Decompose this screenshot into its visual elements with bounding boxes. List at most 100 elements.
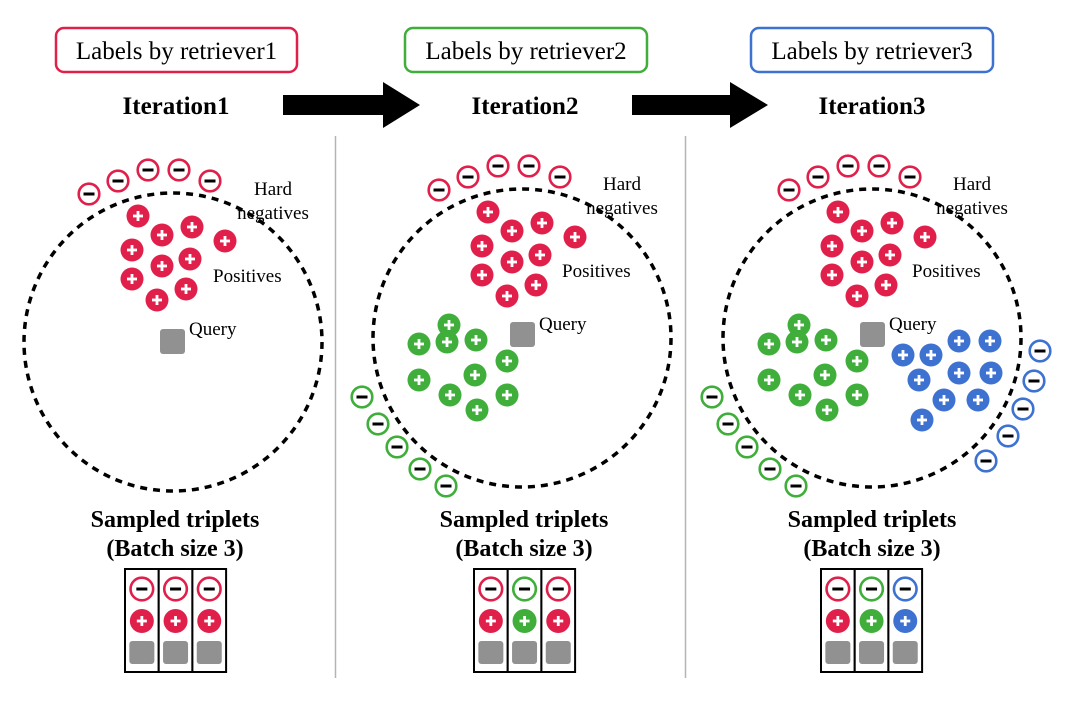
points-layer (77, 158, 237, 312)
triplets-title: Sampled triplets (788, 507, 957, 533)
plus-icon (136, 211, 140, 221)
triplet-column (820, 568, 856, 673)
plus-icon (870, 616, 873, 626)
positive-point (880, 211, 904, 235)
plus-icon (767, 339, 771, 349)
plus-icon (836, 207, 840, 217)
plus-icon (573, 232, 577, 242)
positive-point (435, 330, 459, 354)
positive-point (919, 343, 943, 367)
negative-point (545, 576, 571, 602)
points-layer (700, 154, 1052, 498)
triplets-subtitle: (Batch size 3) (803, 536, 940, 562)
triplet-column (191, 568, 228, 673)
plus-icon (903, 616, 907, 626)
minus-icon (552, 587, 564, 591)
negative-point (867, 154, 891, 178)
minus-icon (462, 175, 474, 179)
positive-point (788, 383, 812, 407)
positive-point (120, 267, 144, 291)
plus-icon (825, 405, 829, 415)
plus-icon (417, 375, 421, 385)
plus-icon (830, 241, 834, 251)
positive-point (126, 204, 150, 228)
positive-point (174, 277, 198, 301)
minus-icon (112, 179, 124, 183)
query-label: Query (889, 314, 937, 335)
plus-icon (540, 218, 544, 228)
positive-point (178, 247, 202, 271)
hard-negatives-label: negatives (936, 198, 1008, 219)
positive-point (463, 363, 487, 387)
positive-point (197, 609, 222, 633)
positive-point (850, 250, 874, 274)
negative-point (434, 474, 458, 498)
negative-point (511, 576, 538, 602)
retrieval-radius (721, 187, 1023, 489)
positive-point (891, 343, 915, 367)
positive-point (820, 263, 844, 287)
positive-point (129, 609, 154, 633)
triplet-column (887, 568, 924, 673)
positives-label: Positives (213, 266, 282, 287)
plus-icon (797, 320, 801, 330)
negative-point (129, 576, 155, 602)
plus-icon (505, 356, 509, 366)
label-box-text: Labels by retriever1 (76, 38, 277, 65)
positive-point (825, 609, 850, 633)
positive-point (874, 273, 898, 297)
plus-icon (942, 395, 946, 405)
negative-point (196, 576, 222, 602)
positive-point (150, 254, 174, 278)
negative-point (366, 412, 390, 436)
plus-icon (795, 337, 799, 347)
triplets-subtitle: (Batch size 3) (455, 536, 592, 562)
minus-icon (372, 422, 384, 426)
triplet-column (540, 568, 577, 673)
triplet-column (124, 568, 160, 673)
negative-point (350, 385, 374, 409)
positive-point (476, 200, 500, 224)
positive-point (979, 361, 1003, 385)
plus-icon (489, 616, 493, 626)
plus-icon (884, 280, 888, 290)
minus-icon (866, 587, 878, 591)
plus-icon (860, 257, 864, 267)
iteration-arrow (283, 82, 420, 128)
minus-icon (440, 484, 452, 488)
retrieval-radius (371, 187, 673, 489)
negative-point (77, 182, 101, 206)
plus-icon (888, 250, 892, 260)
query-square (825, 641, 851, 664)
plus-icon (824, 335, 828, 345)
plus-icon (505, 390, 509, 400)
plus-icon (473, 370, 477, 380)
negative-point (898, 165, 922, 189)
positive-point (180, 215, 204, 239)
panel-iteration-3: Labels by retriever3 Iteration3 Hard neg… (700, 26, 1052, 673)
negative-point (456, 165, 480, 189)
positive-point (528, 243, 552, 267)
minus-icon (764, 467, 776, 471)
plus-icon (957, 368, 961, 378)
negative-point (700, 385, 724, 409)
positive-point (530, 211, 554, 235)
label-box-text: Labels by retriever3 (771, 38, 972, 65)
positive-point (845, 383, 869, 407)
query-square (478, 641, 504, 664)
label-box (54, 26, 299, 74)
plus-icon (836, 616, 840, 626)
query-square (859, 641, 885, 664)
positive-point (438, 383, 462, 407)
minus-icon (832, 587, 844, 591)
triplet-batch (820, 568, 924, 673)
positive-point (163, 609, 188, 633)
minus-icon (980, 459, 992, 463)
hard-negatives-label: negatives (237, 203, 309, 224)
minus-icon (203, 587, 215, 591)
negative-point (858, 576, 885, 602)
negative-point (106, 169, 130, 193)
triplet-batch (473, 568, 577, 673)
iteration-title: Iteration1 (123, 93, 230, 120)
plus-icon (190, 222, 194, 232)
